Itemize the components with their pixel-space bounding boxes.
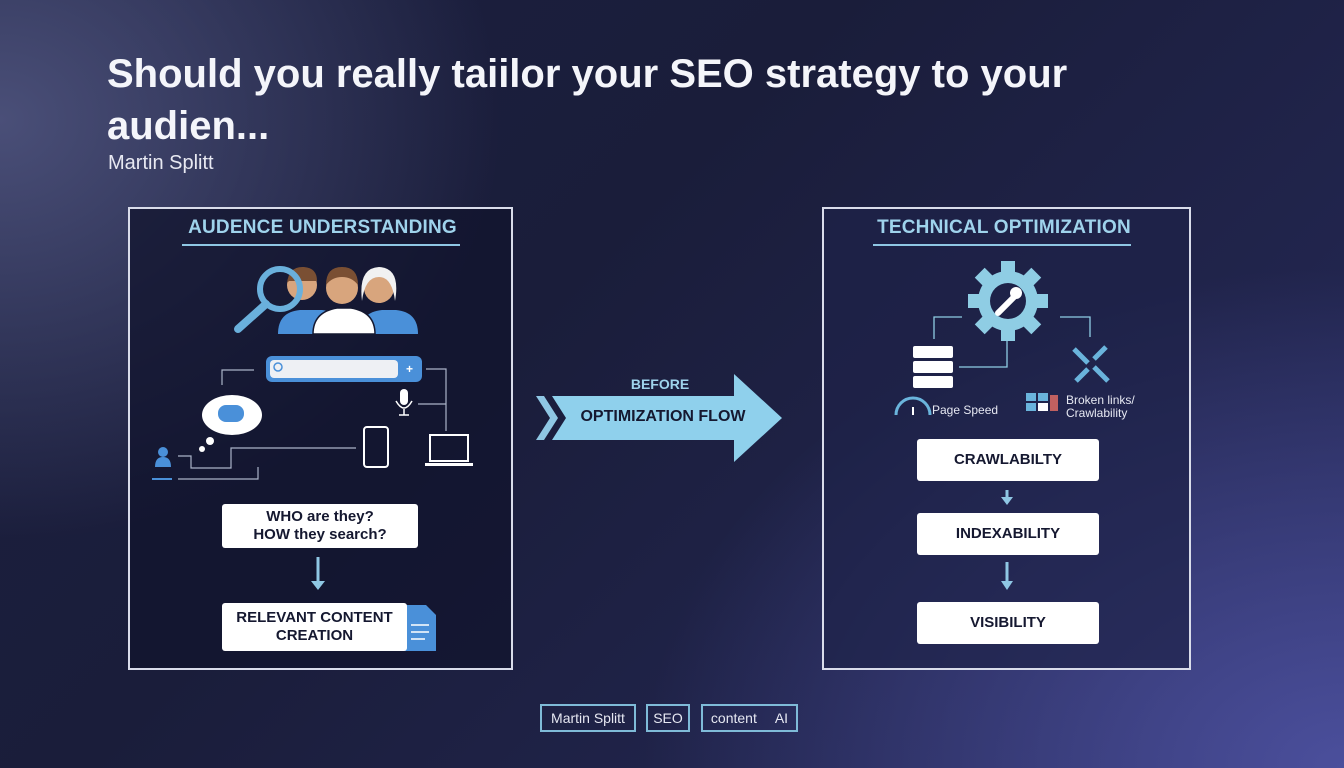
tag-martin-splitt[interactable]: Martin Splitt (540, 704, 636, 732)
optimization-flow-arrow (536, 374, 782, 462)
who-how-box: WHO are they? HOW they search? (222, 504, 418, 548)
tag-content-ai[interactable]: content AI (701, 704, 798, 732)
optimization-flow-label: OPTIMIZATION FLOW (580, 408, 746, 425)
page-speed-label: Page Speed (932, 403, 999, 417)
speedometer-icon (894, 396, 932, 416)
technical-panel-title: TECHNICAL OPTIMIZATION (877, 217, 1131, 238)
crawl-grid-icon (1026, 393, 1058, 411)
server-icon (913, 346, 953, 388)
tag-content: content (710, 710, 757, 726)
speech-bubble-icon (199, 395, 262, 452)
who-text: WHO are they? (266, 508, 374, 525)
tag-seo[interactable]: SEO (646, 704, 690, 732)
arrow-down-icon (1001, 490, 1013, 505)
creation-text: CREATION (275, 627, 354, 644)
user-icon (152, 447, 172, 480)
page-title: Should you really taiilor your SEO strat… (107, 52, 1068, 148)
broken-links-label: Broken links/ Crawlability (1066, 394, 1135, 420)
document-icon (404, 605, 436, 651)
step-crawlability: CRAWLABILTY (917, 439, 1099, 481)
arrow-down-icon (1001, 562, 1013, 590)
microphone-icon (395, 389, 413, 416)
how-text: HOW they search? (253, 526, 387, 543)
people-icon (234, 266, 418, 335)
tag-ai: AI (774, 710, 789, 726)
relevant-content-text: RELEVANT CONTENT (236, 609, 393, 626)
step-indexability: INDEXABILITY (917, 513, 1099, 555)
before-label: BEFORE (630, 376, 690, 392)
divider (182, 244, 460, 246)
audience-panel-title: AUDENCE UNDERSTANDING (188, 217, 457, 238)
relevant-content-box: RELEVANT CONTENT CREATION (222, 603, 407, 651)
arrow-down-icon (311, 557, 325, 590)
svg-text:+: + (406, 362, 413, 376)
audience-panel: AUDENCE UNDERSTANDING + (128, 207, 513, 670)
laptop-icon (425, 434, 473, 466)
author-name: Martin Splitt (108, 152, 214, 174)
gear-wrench-icon (968, 261, 1048, 341)
phone-icon (363, 426, 389, 468)
broken-links-text: Broken links/ (1066, 393, 1135, 407)
broken-link-icon (1072, 345, 1110, 383)
technical-panel: TECHNICAL OPTIMIZATION Page Speed Broken… (822, 207, 1191, 670)
audience-illustration: + (152, 266, 473, 651)
divider (873, 244, 1131, 246)
step-visibility: VISIBILITY (917, 602, 1099, 644)
crawlability-text: Crawlability (1066, 406, 1128, 420)
technical-illustration (894, 261, 1110, 590)
search-bar-icon: + (266, 356, 422, 382)
